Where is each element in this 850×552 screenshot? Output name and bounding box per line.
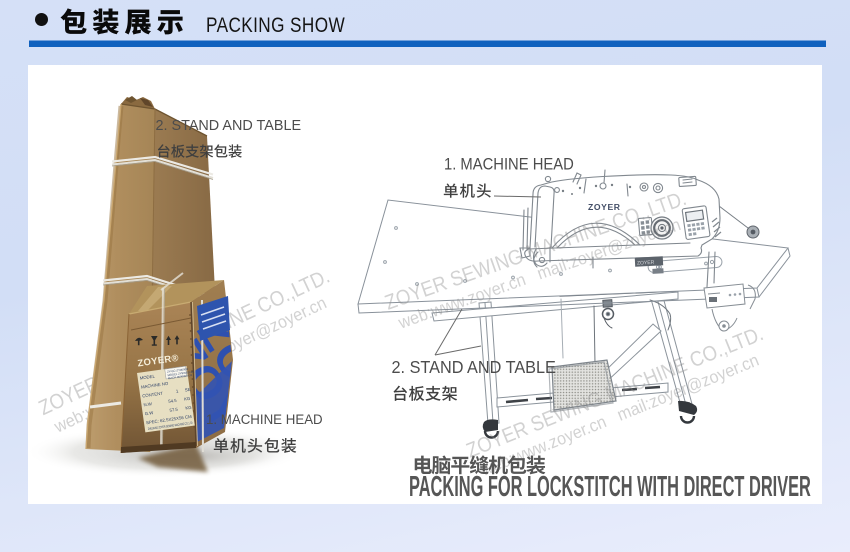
svg-text:1: 1 bbox=[176, 388, 180, 393]
svg-text:N.W: N.W bbox=[143, 401, 153, 407]
svg-text:MACH 9000000-D3: MACH 9000000-D3 bbox=[168, 373, 193, 380]
svg-text:KG: KG bbox=[184, 396, 191, 402]
svg-text:PACKING FOR LOCKSTITCH WITH DI: PACKING FOR LOCKSTITCH WITH DIRECT DRIVE… bbox=[409, 470, 811, 502]
svg-text:1. MACHINE HEAD: 1. MACHINE HEAD bbox=[206, 412, 323, 427]
svg-text:ZOYER: ZOYER bbox=[588, 202, 621, 212]
svg-text:2. STAND AND TABLE: 2. STAND AND TABLE bbox=[392, 357, 556, 377]
svg-text:MACHINE NO: MACHINE NO bbox=[141, 381, 170, 390]
svg-text:SE: SE bbox=[184, 387, 191, 393]
svg-text:G.W: G.W bbox=[144, 410, 154, 416]
svg-text:54.5: 54.5 bbox=[168, 398, 178, 404]
svg-text:PACKING SHOW: PACKING SHOW bbox=[206, 13, 345, 37]
svg-text:CONTENT: CONTENT bbox=[142, 391, 164, 399]
svg-text:MODEL ZY9000D-D3: MODEL ZY9000D-D3 bbox=[167, 369, 195, 377]
svg-text:1. MACHINE HEAD: 1. MACHINE HEAD bbox=[444, 156, 574, 174]
svg-text:KG: KG bbox=[185, 405, 192, 411]
svg-text:57.5: 57.5 bbox=[169, 407, 179, 413]
svg-text:SPEC: 62.5X25X56 CM: SPEC: 62.5X25X56 CM bbox=[146, 414, 193, 425]
svg-text:ZY-GC-ZY9000D: ZY-GC-ZY9000D bbox=[167, 367, 189, 374]
svg-text:2. STAND AND TABLE: 2. STAND AND TABLE bbox=[156, 118, 302, 134]
svg-text:ZHEJIANG ZOYER SEWING MACHINE: ZHEJIANG ZOYER SEWING MACHINE CO.,LTD bbox=[148, 421, 194, 431]
svg-text:MODEL: MODEL bbox=[139, 373, 155, 380]
svg-text:ZOYER: ZOYER bbox=[637, 260, 655, 267]
